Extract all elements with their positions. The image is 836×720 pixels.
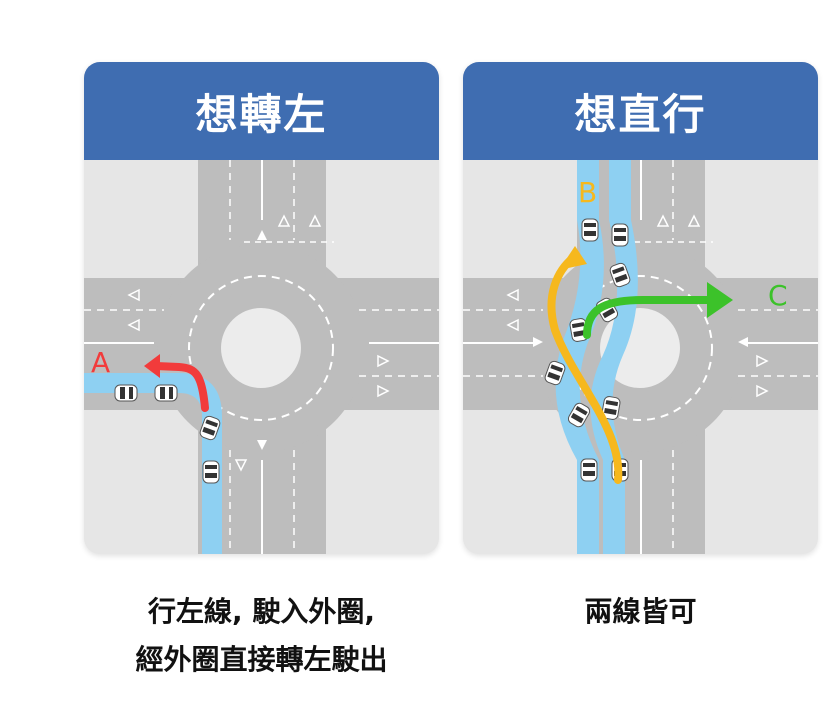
route-c	[583, 296, 717, 339]
caption-line: 行左線, 駛入外圈,	[147, 595, 376, 628]
center-island	[221, 308, 301, 388]
car-icon	[154, 384, 178, 402]
panel-title: 想直行	[463, 62, 818, 160]
route-label-c: C	[768, 279, 788, 312]
car-icon	[611, 223, 629, 247]
highlighted-lane	[84, 373, 222, 554]
lane-arrow-icon	[506, 214, 769, 398]
car-icon	[580, 458, 598, 482]
route-a-arrowhead	[144, 354, 160, 378]
panel-go-straight: 想直行	[463, 62, 818, 554]
caption-turn-left: 行左線, 駛入外圈, 經外圈直接轉左駛出	[84, 588, 439, 684]
route-label-a: A	[91, 346, 110, 379]
caption-go-straight: 兩線皆可	[463, 588, 818, 636]
lane-arrow-icon	[127, 214, 390, 472]
route-c-arrowhead	[707, 282, 733, 318]
car-icon	[202, 460, 220, 484]
route-label-b: B	[578, 176, 597, 209]
highlighted-lane-outer	[590, 160, 638, 554]
caption-line: 兩線皆可	[584, 595, 697, 628]
roundabout-diagram-left: A	[84, 160, 439, 554]
route-b-arrowhead	[559, 246, 587, 270]
car-icon	[114, 384, 138, 402]
roundabout-diagram-right: B C	[463, 160, 818, 554]
route-b	[547, 254, 623, 484]
route-a	[152, 362, 209, 412]
highlighted-lane-inner	[555, 160, 604, 554]
car-icon	[581, 218, 599, 242]
panel-turn-left: 想轉左	[84, 62, 439, 554]
panel-title: 想轉左	[84, 62, 439, 160]
caption-line: 經外圈直接轉左駛出	[135, 643, 388, 676]
